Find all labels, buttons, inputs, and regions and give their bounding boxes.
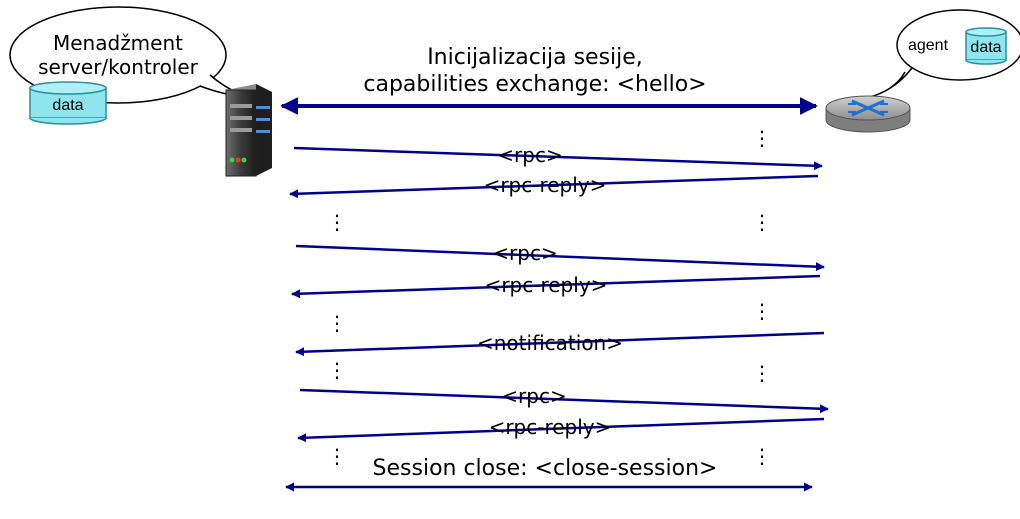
rpc-label-2: <rpc> — [492, 241, 557, 265]
server-tower-icon — [225, 84, 272, 177]
ellipsis-manager-3: ⋮ — [327, 358, 347, 382]
agent-bubble: agent data — [869, 9, 1020, 98]
ellipsis-agent-4: ⋮ — [752, 361, 772, 385]
rpc-reply-arrow-1 — [289, 174, 819, 199]
rpc-reply-label-3: <rpc-reply> — [489, 415, 612, 439]
rpc-label-1: <rpc> — [497, 143, 562, 167]
ellipsis-agent-1: ⋮ — [752, 126, 772, 150]
rpc-label-3: <rpc> — [501, 384, 566, 408]
rpc-arrow-3 — [299, 388, 829, 414]
ellipsis-manager-4: ⋮ — [327, 444, 347, 468]
notification-arrow — [295, 331, 825, 357]
rpc-reply-arrow-3 — [297, 417, 825, 443]
notification-label: <notification> — [477, 331, 623, 355]
router-icon — [825, 95, 911, 133]
session-init-line1: Inicijalizacija sesije, — [427, 45, 643, 70]
ellipsis-agent-2: ⋮ — [752, 210, 772, 234]
ellipsis-manager-1: ⋮ — [327, 210, 347, 234]
manager-label-line2: server/kontroler — [38, 55, 199, 79]
rpc-reply-arrow-2 — [291, 274, 821, 299]
manager-db-label: data — [52, 97, 83, 114]
session-init-line2: capabilities exchange: <hello> — [363, 72, 706, 97]
manager-bubble: Menadžment server/kontroler — [9, 6, 247, 104]
ellipsis-agent-3: ⋮ — [752, 299, 772, 323]
agent-database-icon: data — [965, 27, 1007, 65]
rpc-arrow-2 — [295, 244, 825, 272]
rpc-reply-label-2: <rpc-reply> — [485, 273, 608, 297]
rpc-reply-label-1: <rpc-reply> — [484, 173, 607, 197]
rpc-arrow-1 — [293, 146, 823, 171]
agent-label: agent — [908, 37, 949, 54]
ellipsis-manager-2: ⋮ — [327, 311, 347, 335]
manager-label-line1: Menadžment — [53, 31, 183, 55]
agent-db-label: data — [970, 39, 1001, 56]
ellipsis-agent-5: ⋮ — [752, 444, 772, 468]
manager-database-icon: data — [29, 81, 107, 125]
session-close-label: Session close: <close-session> — [373, 456, 718, 481]
